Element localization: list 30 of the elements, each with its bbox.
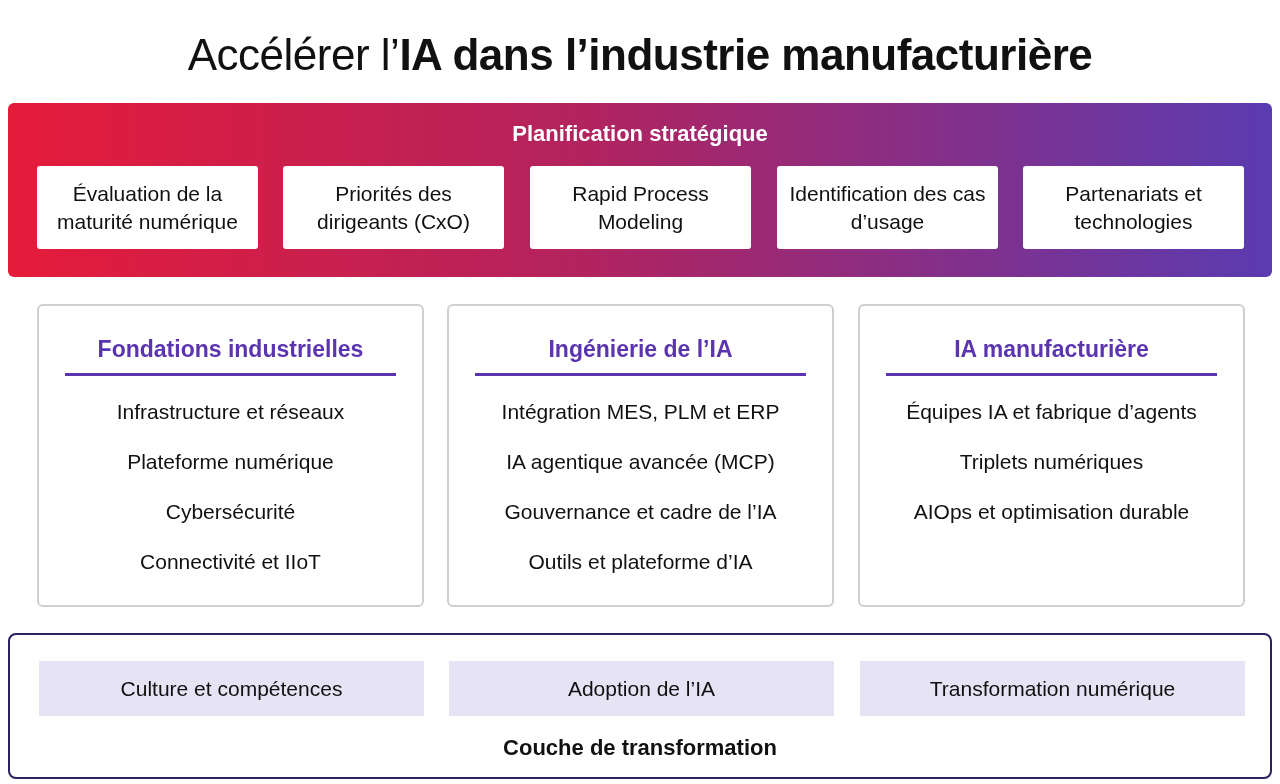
pillar-item: Intégration MES, PLM et ERP bbox=[500, 400, 781, 424]
title: Accélérer l’IA dans l’industrie manufacturière bbox=[186, 30, 1094, 80]
pillar-item: IA agentique avancée (MCP) bbox=[505, 450, 776, 474]
pillar-panel bbox=[447, 304, 834, 607]
pillar-item: Infrastructure et réseaux bbox=[115, 400, 346, 424]
layer-item: Transformation numérique bbox=[860, 661, 1245, 716]
pillar-item: Triplets numériques bbox=[958, 450, 1145, 474]
layer-item: Culture et compétences bbox=[39, 661, 424, 716]
pillar-item: AIOps et optimisation durable bbox=[912, 500, 1191, 524]
pillar-item: Plateforme numérique bbox=[126, 450, 335, 474]
step-card: Rapid Process Modeling bbox=[530, 166, 751, 249]
layer-item: Adoption de l’IA bbox=[449, 661, 834, 716]
layer-heading: Couche de transformation bbox=[502, 735, 778, 761]
layer-panel bbox=[8, 633, 1272, 779]
pillar-heading: IA manufacturière bbox=[886, 336, 1217, 376]
pillar-item: Cybersécurité bbox=[164, 500, 297, 524]
pillar-item: Équipes IA et fabrique d’agents bbox=[905, 400, 1198, 424]
step-card: Identification des cas d’usage bbox=[777, 166, 998, 249]
pillar-heading: Fondations industrielles bbox=[65, 336, 396, 376]
pillar-panel bbox=[858, 304, 1245, 607]
pillar-item: Outils et plateforme d’IA bbox=[527, 550, 754, 574]
band-heading: Planification stratégique bbox=[511, 121, 769, 147]
step-card: Évaluation de la maturité numérique bbox=[37, 166, 258, 249]
pillar-item: Connectivité et IIoT bbox=[139, 550, 322, 574]
pillar-item: Gouvernance et cadre de l’IA bbox=[503, 500, 778, 524]
pillar-heading: Ingénierie de l’IA bbox=[475, 336, 806, 376]
step-card: Partenariats et technologies bbox=[1023, 166, 1244, 249]
step-card: Priorités des dirigeants (CxO) bbox=[283, 166, 504, 249]
pillar-panel bbox=[37, 304, 424, 607]
planning-band bbox=[8, 103, 1272, 277]
